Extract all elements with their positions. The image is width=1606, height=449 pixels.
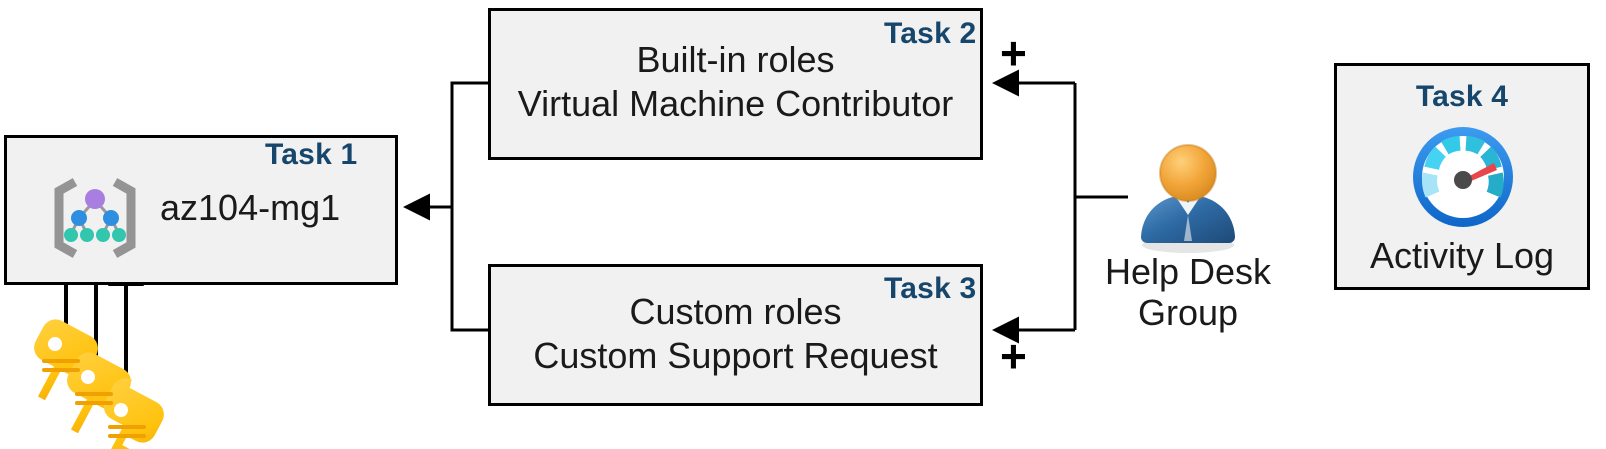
connector-roles-to-mg <box>403 81 488 332</box>
person-icon <box>1141 144 1235 253</box>
management-group-icon <box>54 178 136 258</box>
plus-task-3: + <box>1000 330 1027 382</box>
actor-name-line-2: Group <box>1137 292 1239 333</box>
plus-task-2: + <box>1000 27 1027 79</box>
keys-icon <box>34 319 164 449</box>
task-3-label: Task 3 <box>884 272 977 305</box>
task-1-title: az104-mg1 <box>160 187 341 228</box>
activity-log-gauge-icon <box>1413 127 1513 227</box>
task-2-line-1: Built-in roles <box>636 39 835 80</box>
task-1-label: Task 1 <box>265 138 358 171</box>
task-3-box[interactable] <box>488 264 983 406</box>
task-4-label: Task 4 <box>1415 80 1509 113</box>
task-1-box[interactable] <box>4 135 398 285</box>
task-4-title: Activity Log <box>1369 235 1555 276</box>
task-2-line-2: Virtual Machine Contributor <box>517 83 954 124</box>
task-3-line-2: Custom Support Request <box>533 335 938 376</box>
task-2-label: Task 2 <box>884 17 977 50</box>
task-2-box[interactable] <box>488 8 983 160</box>
task-3-line-1: Custom roles <box>629 291 842 332</box>
actor-name-line-1: Help Desk <box>1104 251 1272 292</box>
